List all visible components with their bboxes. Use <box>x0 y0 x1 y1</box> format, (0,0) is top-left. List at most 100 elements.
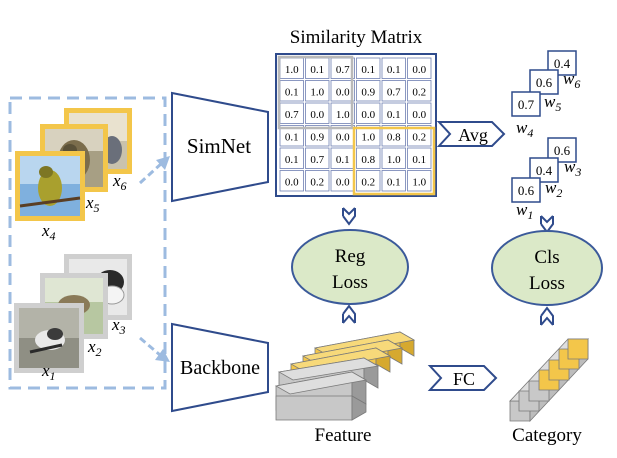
fc-label: FC <box>453 369 475 389</box>
matrix-cell-box <box>305 102 330 124</box>
similarity-title: Similarity Matrix <box>290 27 423 48</box>
matrix-cell-box <box>305 125 330 147</box>
matrix-cell-box <box>381 57 406 79</box>
matrix-cell-box <box>381 80 406 102</box>
matrix-cell-value: 0.0 <box>336 177 350 189</box>
matrix-cell-value: 0.0 <box>336 87 350 99</box>
matrix-highlight-gray <box>277 55 354 130</box>
matrix-cell-value: 0.2 <box>412 132 426 144</box>
matrix-cell-box <box>407 57 432 79</box>
weight-value: 0.6 <box>536 75 553 90</box>
matrix-cell-box <box>381 102 406 124</box>
matrix-cell-value: 1.0 <box>412 177 426 189</box>
matrix-cell-value: 0.1 <box>285 132 299 144</box>
label-x4: x4 <box>41 221 56 243</box>
matrix-cell-value: 0.7 <box>336 64 350 76</box>
weight-label: w6 <box>563 69 580 91</box>
arrow-to-simnet <box>138 156 170 185</box>
matrix-cell-value: 0.2 <box>361 177 375 189</box>
weight-label: w5 <box>544 92 561 114</box>
image-x1 <box>14 303 84 373</box>
matrix-cell-box <box>356 125 381 147</box>
matrix-cell-value: 0.9 <box>361 87 375 99</box>
cls-loss-line2: Loss <box>529 273 565 294</box>
reg-loss-line2: Loss <box>332 272 368 293</box>
chevron-matrix-to-reg <box>342 207 356 226</box>
matrix-cell-box <box>330 102 355 124</box>
weight-label: w3 <box>564 157 581 179</box>
matrix-cell-box <box>407 170 432 192</box>
matrix-cell-value: 1.0 <box>336 109 350 121</box>
matrix-cell-box <box>279 170 304 192</box>
matrix-cell-value: 0.1 <box>387 177 401 189</box>
feature-label: Feature <box>315 425 372 446</box>
matrix-cell-value: 0.8 <box>361 154 375 166</box>
matrix-cell-box <box>305 170 330 192</box>
category-vector <box>509 337 589 423</box>
chevron-category-to-cls <box>540 306 554 326</box>
image-stack-top <box>15 108 132 221</box>
matrix-cell-box <box>407 80 432 102</box>
avg-arrow <box>436 121 506 147</box>
weight-label: w2 <box>545 178 562 200</box>
matrix-cell-value: 0.7 <box>310 154 324 166</box>
weight-value: 0.6 <box>554 143 571 158</box>
simnet-block <box>171 91 269 203</box>
matrix-cell-value: 1.0 <box>387 154 401 166</box>
matrix-cell-value: 0.0 <box>412 109 426 121</box>
chevron-feature-to-reg <box>342 304 356 324</box>
image-stack-bottom <box>14 254 132 373</box>
matrix-cell-value: 0.1 <box>285 154 299 166</box>
weight-box <box>529 69 559 95</box>
arrow-to-backbone <box>139 336 170 362</box>
matrix-cell-value: 0.1 <box>336 154 350 166</box>
matrix-cell-value: 0.0 <box>310 109 324 121</box>
label-x6: x6 <box>112 171 127 193</box>
matrix-cell-value: 0.0 <box>361 109 375 121</box>
matrix-cell-value: 0.0 <box>336 132 350 144</box>
category-label: Category <box>512 425 582 446</box>
matrix-cell-box <box>279 147 304 169</box>
matrix-cell-box <box>356 147 381 169</box>
input-group-box <box>8 96 167 390</box>
matrix-cell-box <box>305 80 330 102</box>
weight-value: 0.4 <box>554 56 571 71</box>
feature-block <box>274 331 416 421</box>
label-x3: x3 <box>111 315 126 337</box>
label-x2: x2 <box>87 337 102 359</box>
matrix-cell-value: 1.0 <box>285 64 299 76</box>
reg-loss-node <box>291 229 409 305</box>
cls-loss-node <box>491 230 603 306</box>
matrix-cell-box <box>279 125 304 147</box>
matrix-cell-value: 0.1 <box>387 64 401 76</box>
label-x1: x1 <box>41 361 56 383</box>
cls-loss-line1: Cls <box>534 247 559 268</box>
matrix-cell-box <box>356 102 381 124</box>
label-x5: x5 <box>85 193 100 215</box>
matrix-cell-box <box>381 170 406 192</box>
matrix-cell-box <box>305 147 330 169</box>
matrix-cell-value: 0.7 <box>285 109 299 121</box>
fc-arrow <box>427 365 498 391</box>
backbone-block <box>171 322 269 413</box>
matrix-cell-box <box>381 125 406 147</box>
weight-box <box>511 177 541 203</box>
matrix-cell-box <box>381 147 406 169</box>
matrix-cell-box <box>407 147 432 169</box>
reg-loss-line1: Reg <box>335 246 366 267</box>
image-x4 <box>15 151 85 221</box>
matrix-cell-value: 0.7 <box>387 87 401 99</box>
matrix-cell-value: 1.0 <box>361 132 375 144</box>
weight-value: 0.4 <box>536 163 553 178</box>
chevron-weight-to-cls <box>540 215 554 234</box>
matrix-cell-value: 0.1 <box>387 109 401 121</box>
weight-label: w1 <box>516 200 533 222</box>
matrix-cell-value: 0.1 <box>412 154 426 166</box>
matrix-cell-value: 0.8 <box>387 132 401 144</box>
weight-value: 0.7 <box>518 97 535 112</box>
matrix-cell-box <box>407 125 432 147</box>
matrix-cell-value: 0.0 <box>412 64 426 76</box>
matrix-cell-value: 0.1 <box>310 64 324 76</box>
